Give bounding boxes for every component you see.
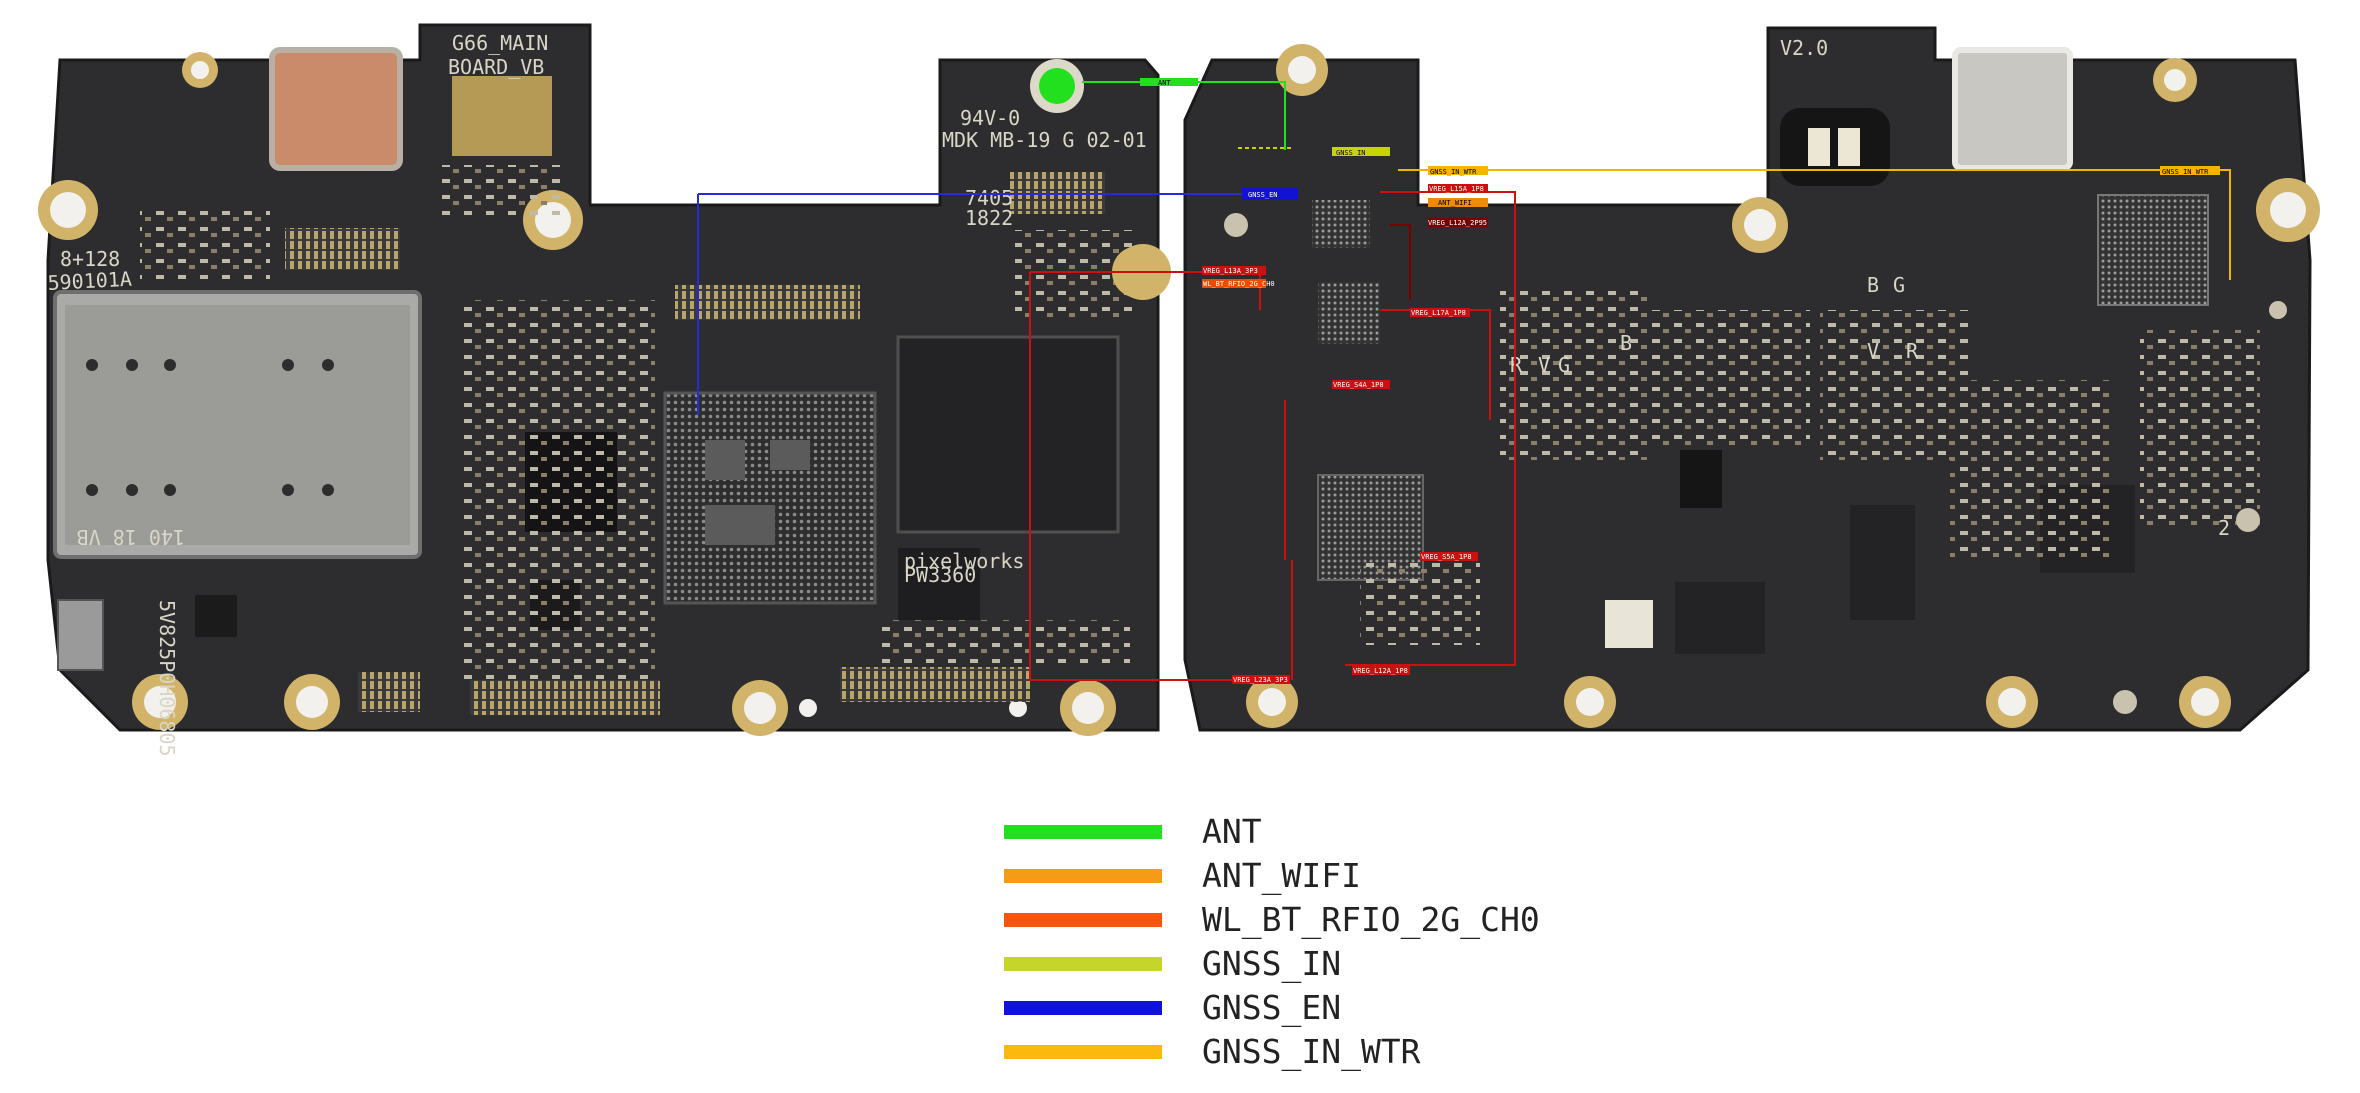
legend-label: ANT_WIFI: [1202, 856, 1361, 895]
silk-serial: 5V825P0H06805: [155, 600, 179, 757]
legend-item-ant: ANT: [1004, 812, 1704, 856]
tag-ant-wifi: ANT_WIFI: [1438, 199, 1472, 207]
modem-bga: [2097, 194, 2209, 306]
gold-pad: [452, 76, 552, 156]
silk-board-name: G66_MAIN: [452, 31, 548, 55]
tag-vreg-l12a-2p95: VREG_L12A_2P95: [1428, 219, 1487, 227]
silk-label-2: 2: [2218, 516, 2230, 540]
left-board: pixelworks PW3360 G66_MAIN BOARD_VB 8+12…: [38, 23, 1171, 757]
silk-sim-code: 140 18 VB: [77, 525, 185, 549]
legend-item-gnss-en: GNSS_EN: [1004, 988, 1704, 1032]
silk-label-g1: G: [1893, 273, 1905, 297]
tag-gnss-in-wtr: GNSS_IN_WTR: [1430, 168, 1477, 176]
gnss-chip: [1318, 282, 1380, 344]
copper-shield: [269, 47, 403, 171]
metal-shield: [1952, 47, 2073, 171]
legend-swatch: [1004, 1001, 1162, 1015]
pa-chip-2: [1850, 505, 1915, 620]
legend-swatch: [1004, 957, 1162, 971]
soc-bga: [663, 391, 877, 605]
silk-label-r2: R: [1510, 353, 1523, 377]
legend-swatch: [1004, 869, 1162, 883]
silk-memory: 8+128: [60, 247, 120, 271]
legend-label: ANT: [1202, 812, 1262, 851]
rf-chip-3: [1675, 582, 1765, 654]
connector-bottom-2: [840, 667, 1030, 702]
silk-label-r1: R: [1906, 339, 1919, 363]
tag-vreg-l15a: VREG_L15A_1P8: [1429, 185, 1484, 193]
tag-wl-bt-rfio: WL_BT_RFIO_2G_CH0: [1203, 280, 1275, 288]
legend-item-wl-bt-rfio: WL_BT_RFIO_2G_CH0: [1004, 900, 1704, 944]
sim-card-inner: [65, 305, 410, 545]
sim-contacts: [86, 359, 334, 496]
tag-ant: ANT: [1158, 79, 1171, 87]
silk-label-b1: B: [1867, 273, 1879, 297]
signal-traces: [697, 81, 2231, 681]
silk-date-1: 7405: [965, 186, 1013, 210]
silk-code: 590101A: [47, 267, 132, 295]
legend-swatch: [1004, 1045, 1162, 1059]
svg-text:PW3360: PW3360: [904, 563, 976, 587]
tag-vreg-l12a-1p8: VREG_L12A_1P8: [1353, 667, 1408, 675]
legend-label: WL_BT_RFIO_2G_CH0: [1202, 900, 1540, 939]
memory-chip: [896, 335, 1120, 534]
tag-vreg-l23a: VREG_L23A_3P3: [1233, 676, 1288, 684]
legend-label: GNSS_EN: [1202, 988, 1342, 1027]
silk-rating: 94V-0: [960, 106, 1020, 130]
tag-gnss-in: GNSS_IN: [1336, 149, 1366, 157]
legend-item-gnss-in: GNSS_IN: [1004, 944, 1704, 988]
connector-bottom-small: [358, 672, 420, 712]
connector-top-left: [285, 228, 400, 270]
silk-label-g2: G: [1558, 353, 1570, 377]
tag-vreg-l13a: VREG_L13A_3P3: [1203, 267, 1258, 275]
tag-vreg-s5a: VREG_S5A_1P8: [1421, 553, 1472, 561]
silk-mfr: MDK MB-19 G 02-01: [942, 128, 1147, 152]
silk-board-sub: BOARD_VB: [448, 55, 544, 79]
right-board: V2.0 B G V R R V G B 2: [1112, 26, 2320, 732]
legend-label: GNSS_IN_WTR: [1202, 1032, 1421, 1071]
legend-item-gnss-in-wtr: GNSS_IN_WTR: [1004, 1032, 1704, 1076]
silk-date-2: 1822: [965, 206, 1013, 230]
legend-item-ant-wifi: ANT_WIFI: [1004, 856, 1704, 900]
legend-swatch: [1004, 825, 1162, 839]
connector-middle-top: [675, 285, 860, 320]
tag-vreg-l17a: VREG_L17A_1P8: [1411, 309, 1466, 317]
silk-label-v2: V: [1538, 353, 1550, 377]
legend-swatch: [1004, 913, 1162, 927]
connector-bottom-1: [470, 680, 660, 715]
net-labels: ANT GNSS_IN GNSS_EN GNSS_IN_WTR VREG_L15…: [1140, 78, 2220, 684]
wifi-chip: [1312, 200, 1370, 248]
legend-label: GNSS_IN: [1202, 944, 1342, 983]
silk-label-v1: V: [1867, 339, 1879, 363]
silk-label-b2: B: [1620, 331, 1632, 355]
tag-gnss-en: GNSS_EN: [1248, 191, 1278, 199]
tag-vreg-s4a: VREG_S4A_1P8: [1333, 381, 1384, 389]
svg-text:pixelworks: pixelworks: [904, 549, 1024, 573]
pixelworks-chip: [898, 548, 980, 620]
tag-gnss-in-wtr-2: GNSS_IN_WTR: [2162, 168, 2209, 176]
silk-version: V2.0: [1780, 36, 1828, 60]
legend: ANT ANT_WIFI WL_BT_RFIO_2G_CH0 GNSS_IN G…: [1004, 812, 1704, 1076]
led-window: [1780, 108, 1890, 186]
